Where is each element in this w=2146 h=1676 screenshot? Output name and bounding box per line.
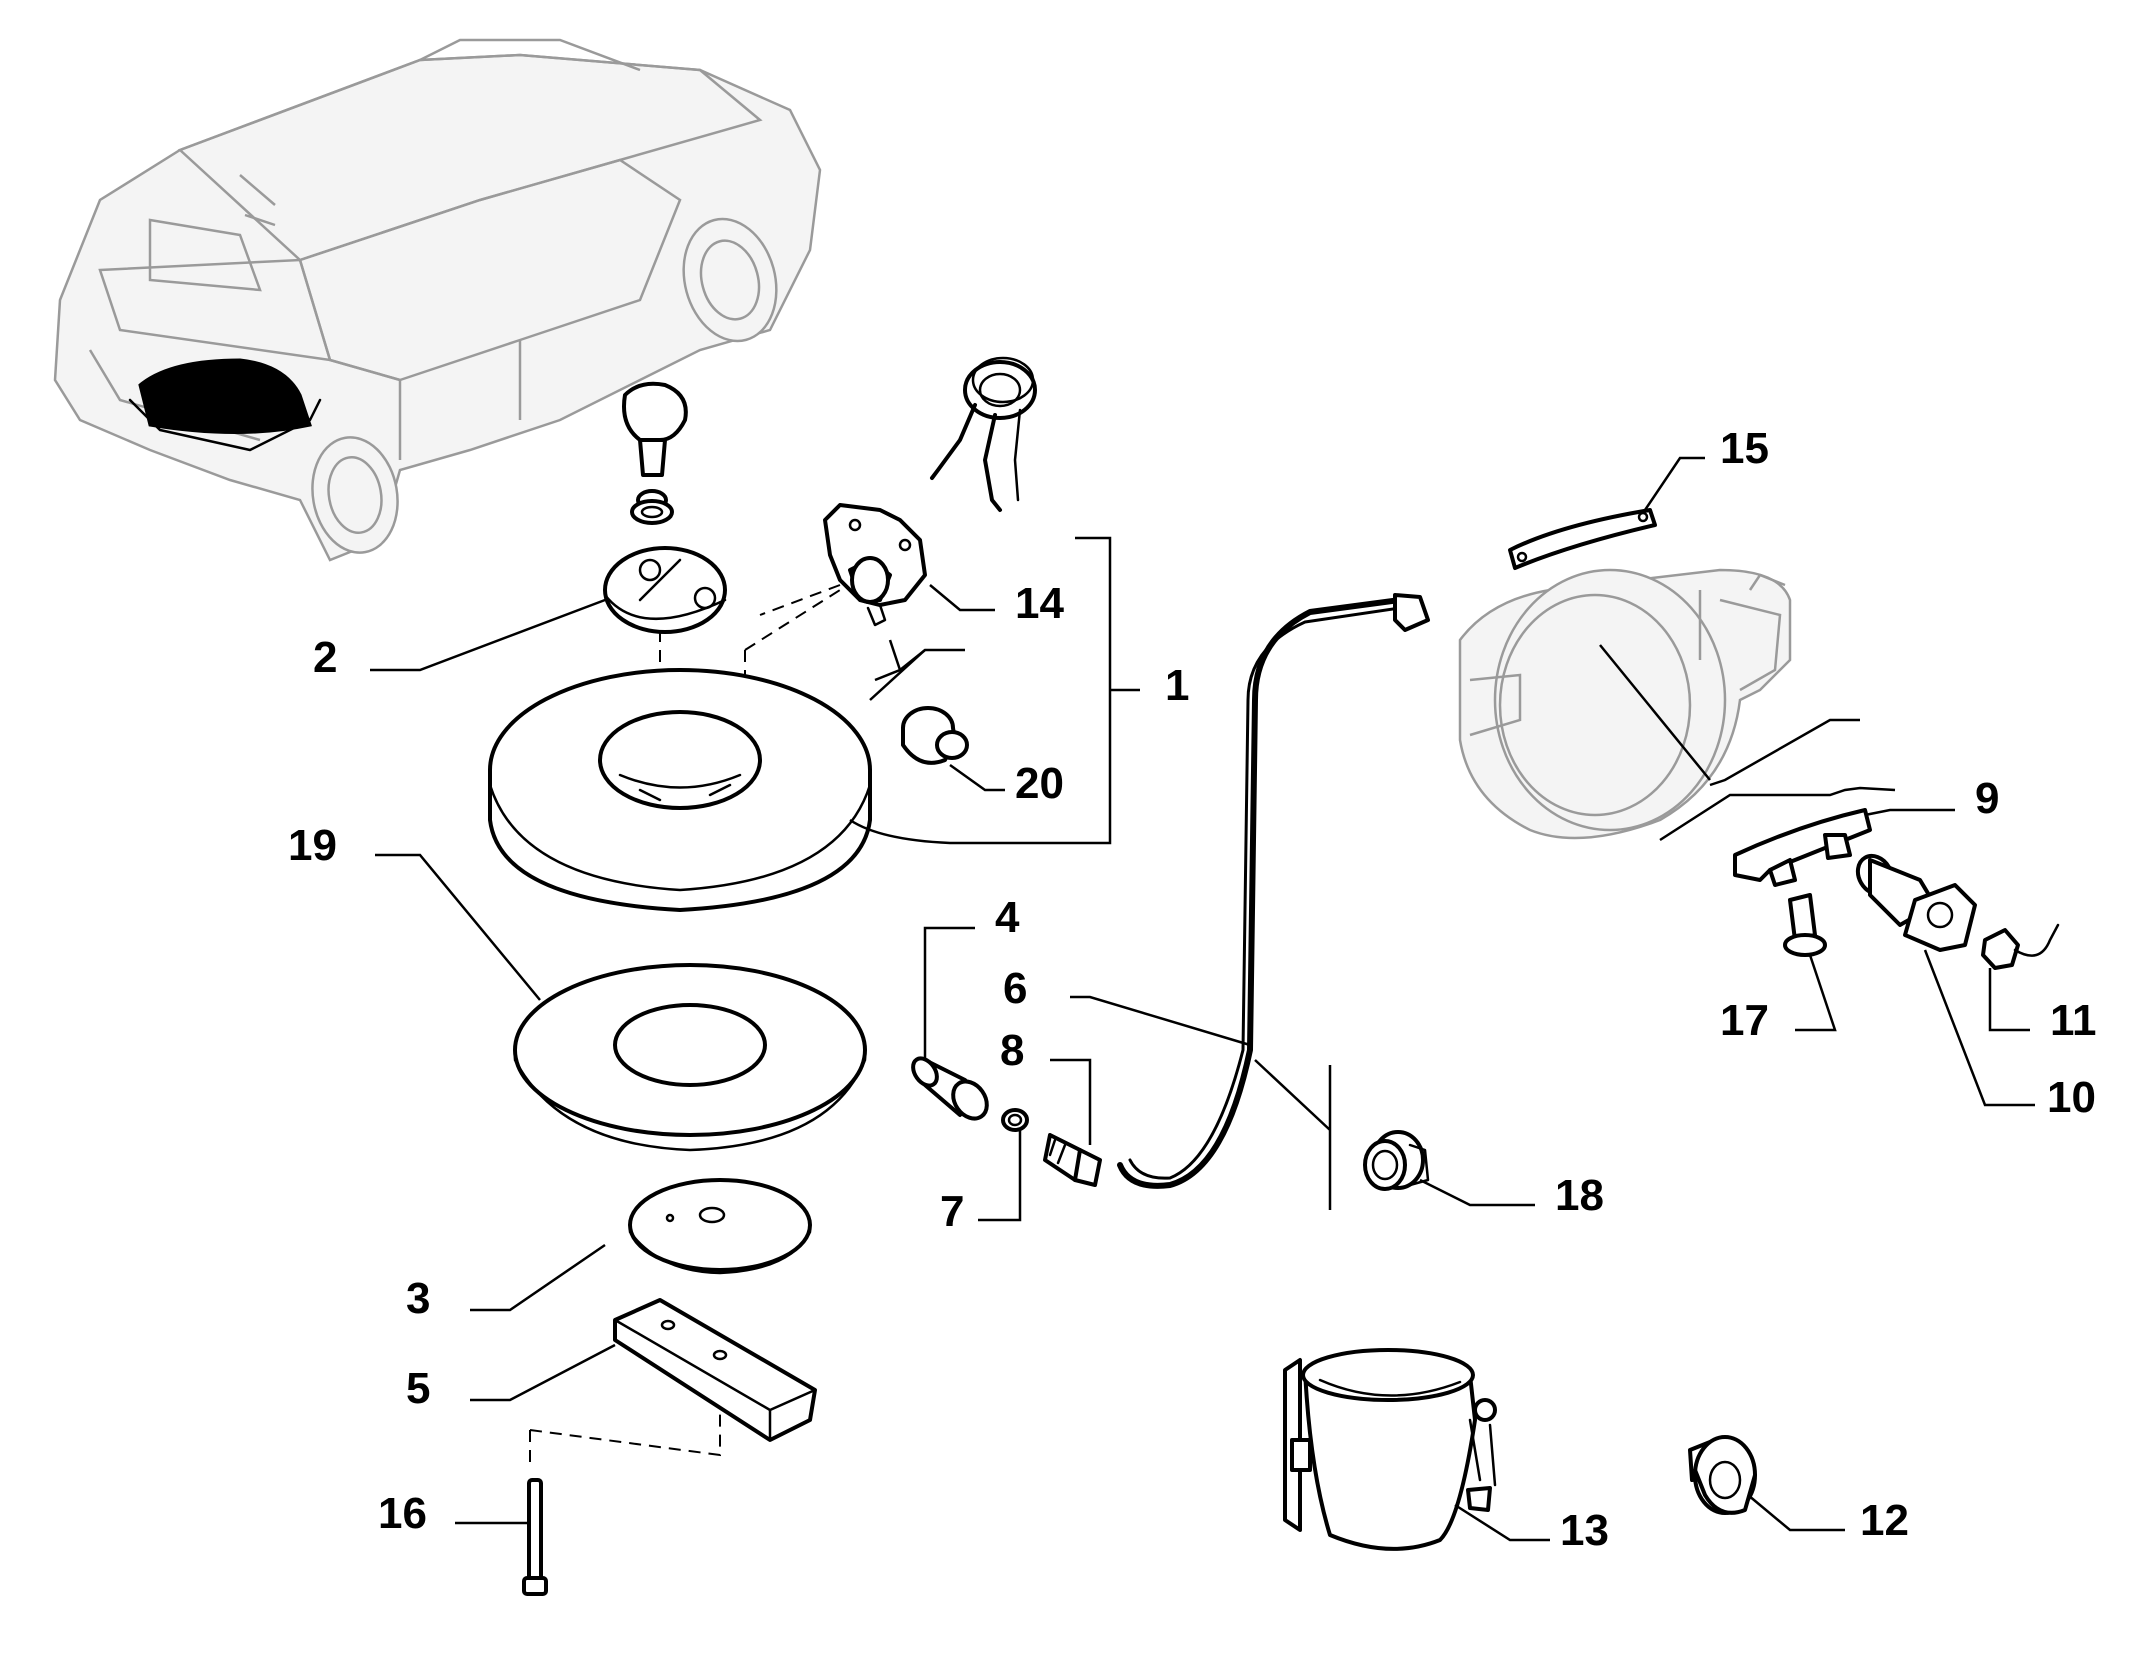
- callout-7: 7: [940, 1187, 964, 1236]
- mounting-bracket: [1733, 808, 1872, 887]
- callout-3: 3: [406, 1274, 430, 1323]
- electrical-connector: [1981, 923, 2060, 970]
- long-bolt: [522, 1478, 548, 1596]
- wheel-well-housing: [1458, 568, 1792, 840]
- callout-19: 19: [288, 821, 337, 870]
- retaining-knob: [622, 381, 688, 525]
- rubber-grommet: [901, 706, 969, 765]
- bushing: [911, 1056, 989, 1121]
- actuator: [1855, 853, 1977, 952]
- callout-13: 13: [1560, 1506, 1609, 1555]
- callout-16: 16: [378, 1489, 427, 1538]
- callout-10: 10: [2047, 1073, 2096, 1122]
- callout-labels: 1 2 3 4 5 6 7 8 9 10 11 12 13 14 15 16 1…: [288, 424, 2097, 1555]
- callout-1: 1: [1165, 661, 1189, 710]
- bottom-disc: [628, 1178, 812, 1275]
- callout-17: 17: [1720, 996, 1769, 1045]
- callout-18: 18: [1555, 1171, 1604, 1220]
- callout-6: 6: [1003, 964, 1027, 1013]
- callout-14: 14: [1015, 579, 1064, 628]
- wheel-mount: [823, 503, 927, 627]
- rubber-plug: [1363, 1130, 1430, 1191]
- screw: [1783, 893, 1827, 957]
- callout-8: 8: [1000, 1026, 1024, 1075]
- tool-bag: [1283, 1348, 1497, 1551]
- callout-15: 15: [1720, 424, 1769, 473]
- support-bracket: [613, 1298, 817, 1442]
- callout-4: 4: [995, 893, 1020, 942]
- wheel-cover-ring: [513, 963, 867, 1152]
- spare-wheel: [488, 668, 872, 912]
- clamping-disc: [603, 546, 727, 634]
- callout-9: 9: [1975, 774, 1999, 823]
- spring-pin: [930, 356, 1037, 512]
- handwheel: [1688, 1435, 1757, 1515]
- callout-2: 2: [313, 633, 337, 682]
- hose-fitting: [1043, 1133, 1102, 1187]
- spare-wheel-well-highlight: [138, 358, 312, 434]
- strap-part: [1508, 508, 1657, 570]
- small-ring: [1001, 1108, 1029, 1132]
- car-illustration: [53, 38, 822, 562]
- leader-lines: [370, 456, 2035, 1542]
- callout-11: 11: [2050, 996, 2097, 1045]
- air-hose: [1117, 593, 1430, 1189]
- callout-12: 12: [1860, 1496, 1909, 1545]
- callout-20: 20: [1015, 759, 1064, 808]
- callout-5: 5: [406, 1364, 430, 1413]
